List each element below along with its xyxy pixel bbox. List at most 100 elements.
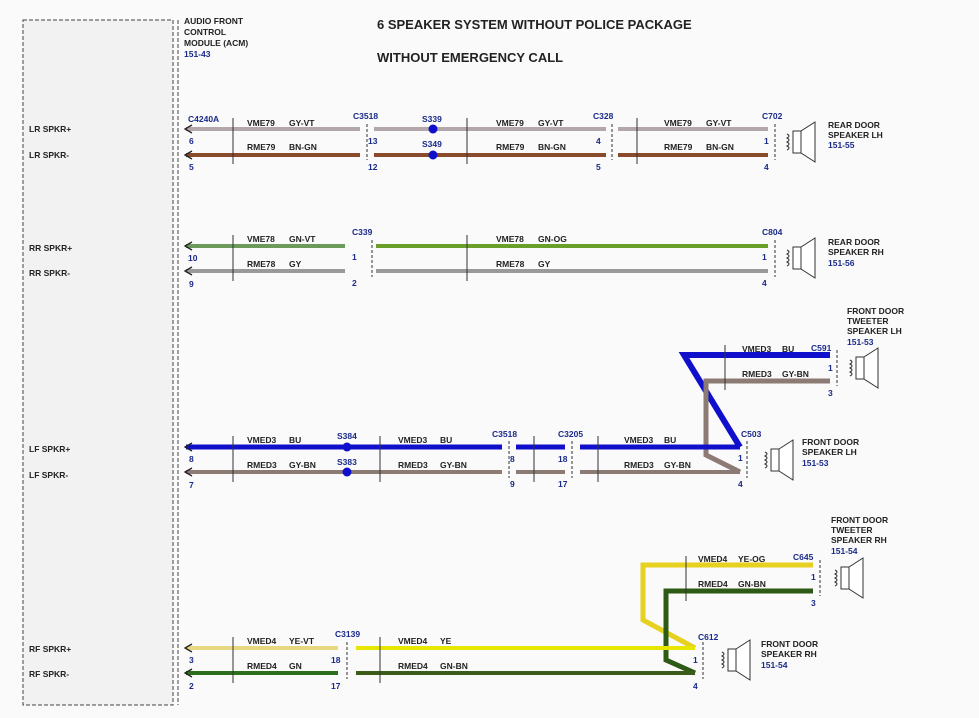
wire-color-label: GN: [289, 661, 302, 671]
module-name-line-3: MODULE (ACM): [184, 38, 248, 48]
pin-label-lr-neg: LR SPKR-: [29, 150, 69, 160]
wire-color-label: BN-GN: [538, 142, 566, 152]
pin-number: 12: [368, 162, 378, 172]
diagram-subtitle: WITHOUT EMERGENCY CALL: [377, 50, 563, 65]
pin-arrow: [183, 266, 193, 276]
pin-label-rr-pos: RR SPKR+: [29, 243, 72, 253]
wire-label: RMED3: [624, 460, 654, 470]
pin-label-rf-neg: RF SPKR-: [29, 669, 69, 679]
splice-label: S383: [337, 457, 357, 467]
splice-s384: [342, 442, 352, 452]
pin-label-lf-pos: LF SPKR+: [29, 444, 70, 454]
wire-color-label: YE-OG: [738, 554, 766, 564]
pin-number: 3: [811, 598, 816, 608]
splice-label: S349: [422, 139, 442, 149]
wire-color-label: YE: [440, 636, 452, 646]
connector-label: C702: [762, 111, 783, 121]
speaker-ref: 151-53: [847, 337, 874, 347]
wire-color-label: BN-GN: [289, 142, 317, 152]
pin-number: 8: [510, 454, 515, 464]
connector-label: C3518: [353, 111, 378, 121]
wire-color-label: GN-BN: [440, 661, 468, 671]
pin-number: 4: [764, 162, 769, 172]
speaker-label: SPEAKER LH: [828, 130, 883, 140]
pin-arrow: [183, 668, 193, 678]
splice-s349: [428, 150, 438, 160]
wire-color-label: GY-BN: [782, 369, 809, 379]
pin-number: 1: [352, 252, 357, 262]
wire-label: RME78: [247, 259, 276, 269]
pin-number: 1: [828, 363, 833, 373]
circuit-rf: VMED4 YE-OG RMED4 GN-BN C645 1 3 FRONT D…: [186, 515, 888, 691]
wire-label: RMED4: [247, 661, 277, 671]
pin-number: 7: [189, 480, 194, 490]
pin-label-rf-pos: RF SPKR+: [29, 644, 71, 654]
pin-number: 17: [558, 479, 568, 489]
wire-color-label: GY-VT: [538, 118, 564, 128]
connector-label: C328: [593, 111, 614, 121]
wire-color-label: GN-VT: [289, 234, 316, 244]
wire-label: VME79: [247, 118, 275, 128]
speaker-label: SPEAKER RH: [761, 649, 817, 659]
pin-number: 9: [510, 479, 515, 489]
front-door-speaker-lh-icon: [764, 439, 794, 481]
module-pin-arrows: [183, 124, 193, 678]
wire-label: VMED3: [624, 435, 654, 445]
wire-color-label: YE-VT: [289, 636, 315, 646]
connector-label: C503: [741, 429, 762, 439]
pin-number: 4: [693, 681, 698, 691]
speaker-label: FRONT DOOR: [761, 639, 818, 649]
wire-label: VME78: [496, 234, 524, 244]
wire-label: RME79: [664, 142, 693, 152]
wire-color-label: GY-VT: [706, 118, 732, 128]
splice-label: S384: [337, 431, 357, 441]
pin-number: 17: [331, 681, 341, 691]
speaker-label: SPEAKER LH: [847, 326, 902, 336]
pin-number: 3: [189, 655, 194, 665]
wire-color-label: GY-BN: [440, 460, 467, 470]
diagram-title: 6 SPEAKER SYSTEM WITHOUT POLICE PACKAGE: [377, 17, 692, 32]
speaker-ref: 151-54: [761, 660, 788, 670]
module-ref: 151-43: [184, 49, 211, 59]
wire-label: RME79: [247, 142, 276, 152]
speaker-label: FRONT DOOR: [831, 515, 888, 525]
pin-arrow: [183, 467, 193, 477]
wire-label: VME78: [247, 234, 275, 244]
wire-color-label: BU: [782, 344, 794, 354]
wire-color-label: GY: [538, 259, 551, 269]
speaker-ref: 151-55: [828, 140, 855, 150]
wire-label: RMED3: [398, 460, 428, 470]
connector-label: C3205: [558, 429, 583, 439]
pin-number: 18: [331, 655, 341, 665]
pin-number: 18: [558, 454, 568, 464]
wire-lf-tweeter-pos: [678, 352, 830, 449]
speaker-label: SPEAKER LH: [802, 447, 857, 457]
wire-color-label: GY-BN: [289, 460, 316, 470]
splice-label: S339: [422, 114, 442, 124]
splice-s339: [428, 124, 438, 134]
wire-rf-tweeter-neg: [663, 588, 813, 676]
wire-label: VMED4: [698, 554, 728, 564]
speaker-label: SPEAKER RH: [828, 247, 884, 257]
pin-number: 13: [368, 136, 378, 146]
wire-label: RME78: [496, 259, 525, 269]
connector-label: C804: [762, 227, 783, 237]
pin-number: 5: [189, 162, 194, 172]
front-door-tweeter-lh-icon: [849, 347, 879, 389]
wire-color-label: BU: [289, 435, 301, 445]
module-connector: C4240A: [188, 114, 219, 124]
speaker-ref: 151-56: [828, 258, 855, 268]
wire-label: VMED3: [247, 435, 277, 445]
pin-arrow: [183, 150, 193, 160]
module-name-line-2: CONTROL: [184, 27, 226, 37]
pin-number: 1: [762, 252, 767, 262]
wire-rf-tweeter-pos: [640, 562, 813, 651]
speaker-ref: 151-54: [831, 546, 858, 556]
wire-lf-tweeter-neg: [703, 378, 830, 475]
pin-label-lf-neg: LF SPKR-: [29, 470, 68, 480]
rear-door-speaker-lh-icon: [786, 121, 816, 163]
speaker-ref: 151-53: [802, 458, 829, 468]
pin-number: 1: [811, 572, 816, 582]
wire-color-label: GN-OG: [538, 234, 567, 244]
